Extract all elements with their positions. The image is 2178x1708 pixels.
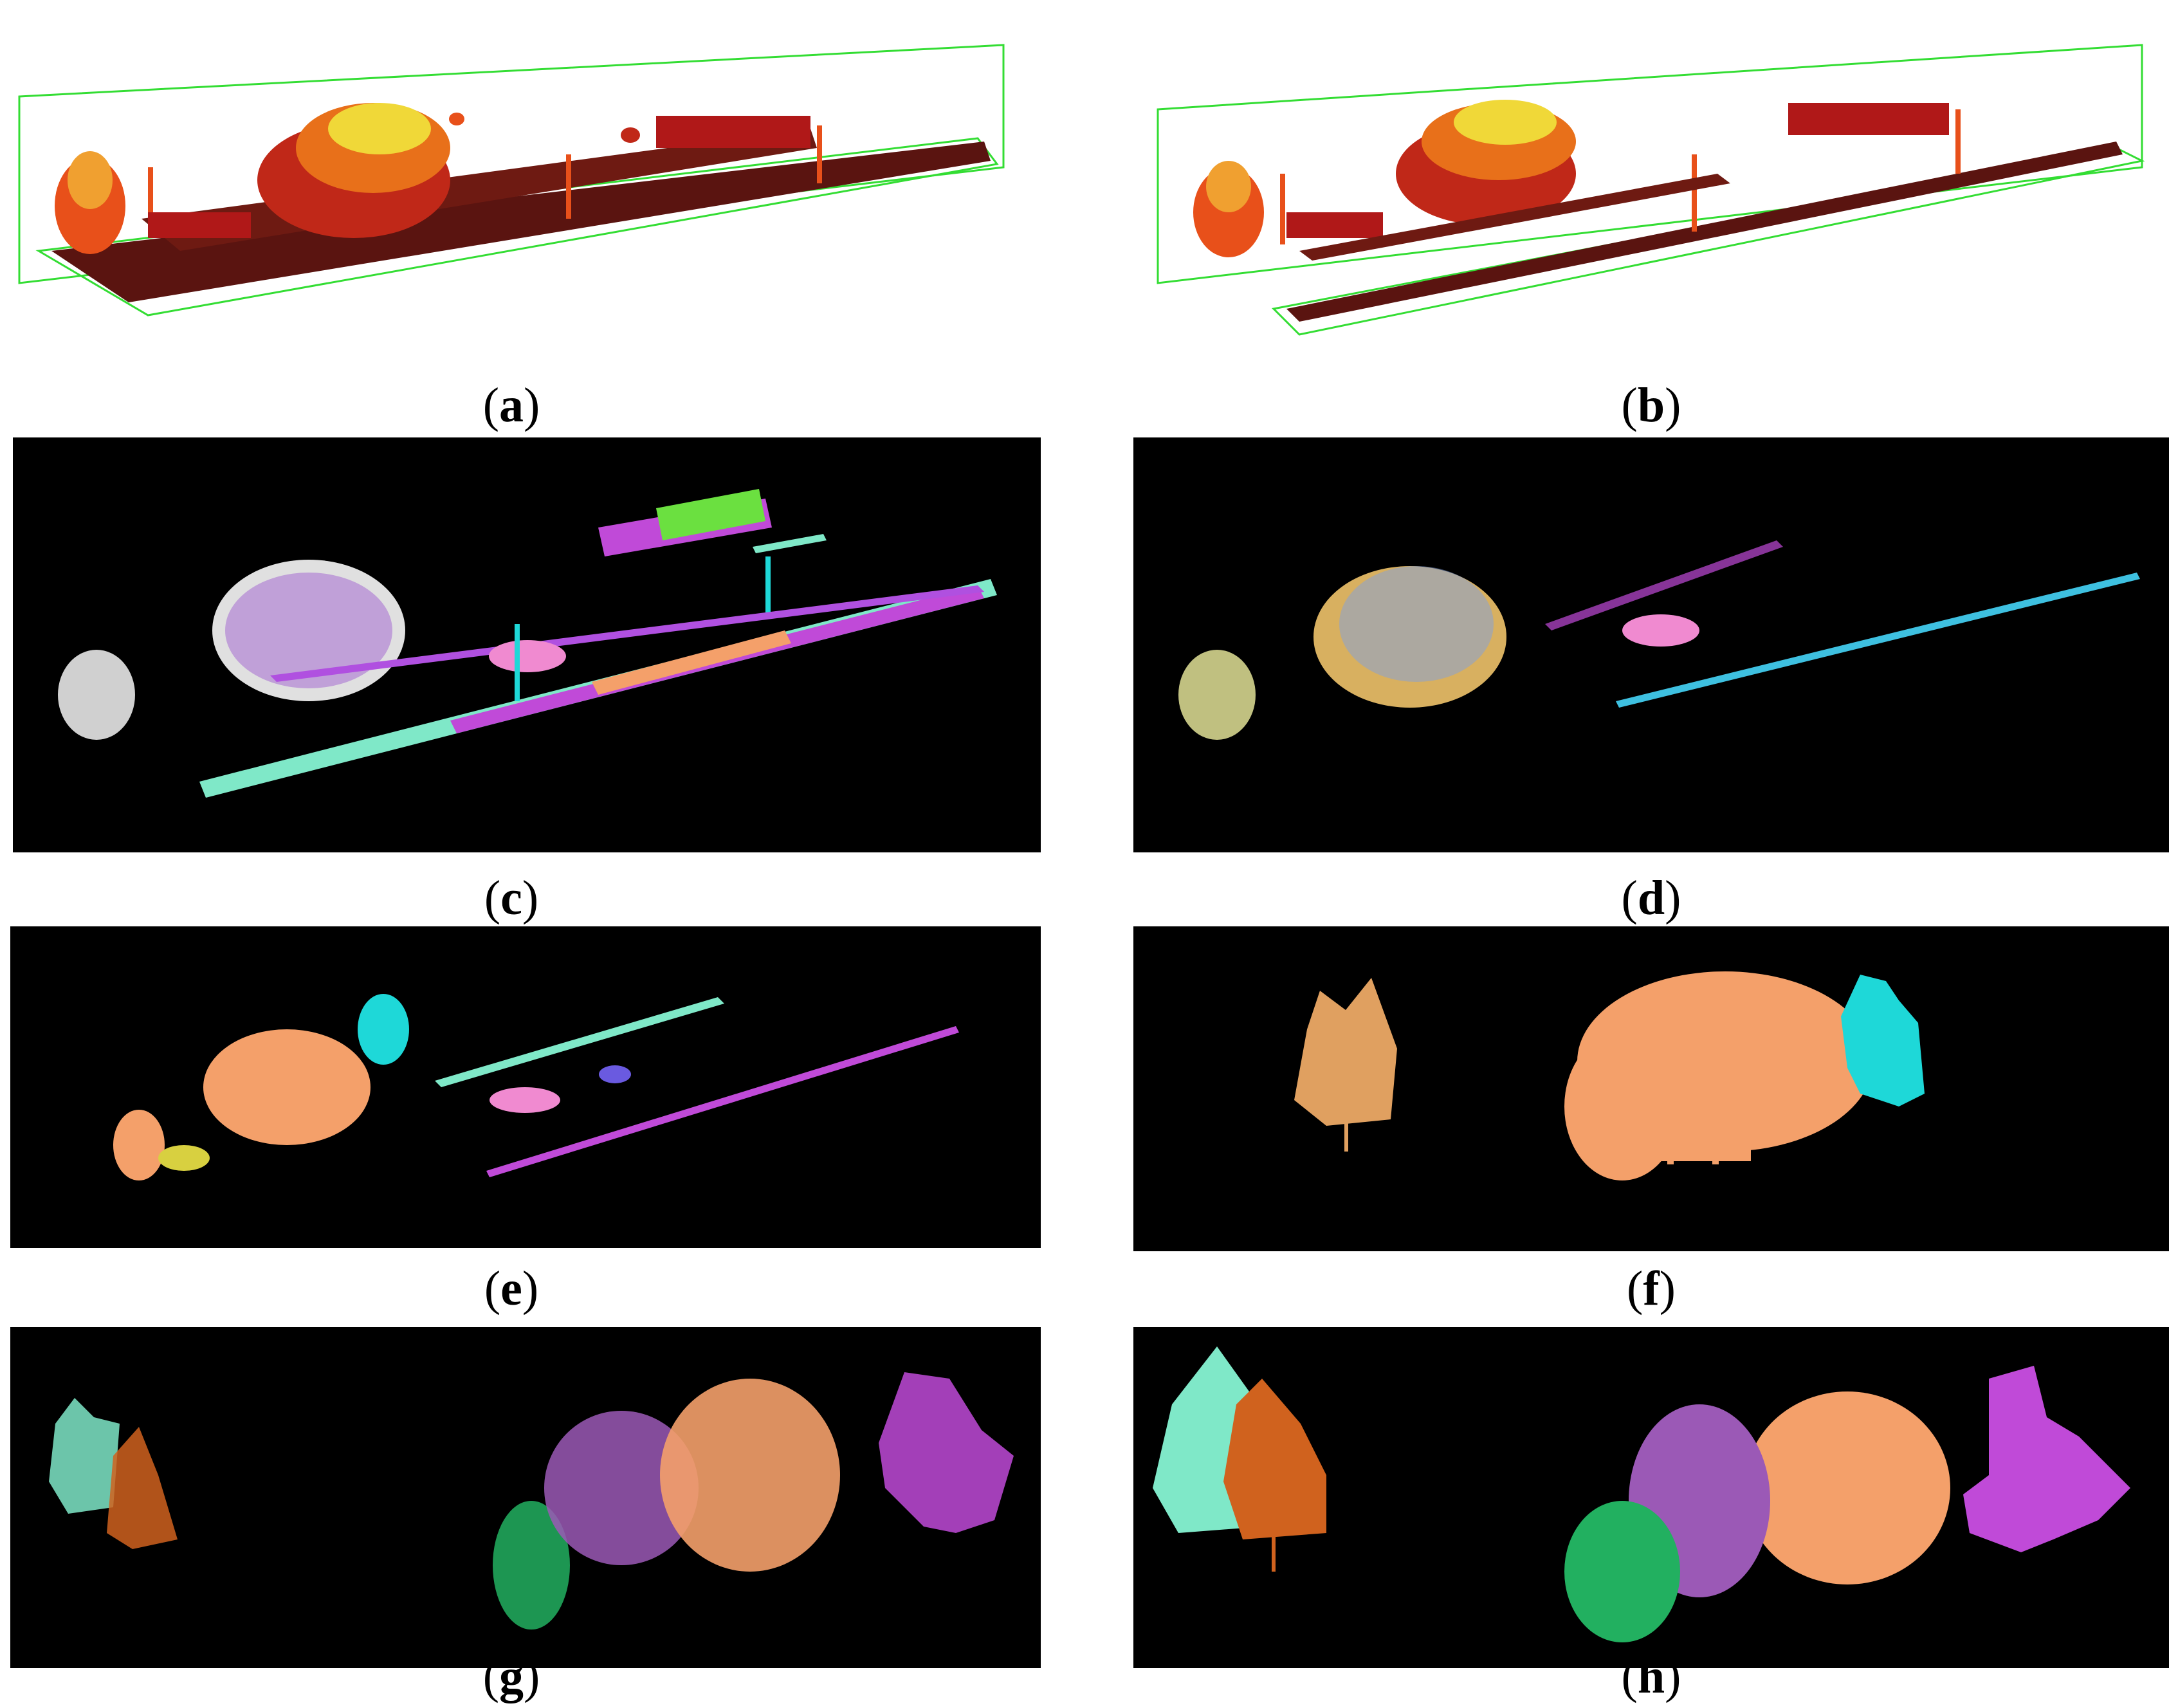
tree-4 [1841, 975, 1925, 1107]
caption-g: (g) [482, 1649, 540, 1703]
caption-e: (e) [484, 1262, 539, 1316]
individual-tree-crowns [1153, 1346, 2130, 1642]
caption-b: (b) [1621, 378, 1681, 432]
tree-1 [1294, 978, 1397, 1126]
individual-tree-points [49, 1372, 1014, 1630]
caption-c: (c) [484, 871, 539, 925]
tree-segmentation-result [1294, 971, 1925, 1180]
panel-h [1133, 1327, 2169, 1668]
panel-g [10, 1327, 1041, 1668]
non-ground-point-cloud [1157, 44, 2145, 336]
clustered-components [113, 994, 959, 1180]
panel-f [1133, 926, 2169, 1251]
caption-d: (d) [1621, 871, 1681, 925]
caption-f: (f) [1627, 1262, 1676, 1316]
supervoxel-segmentation [58, 489, 997, 798]
panel-d [1133, 437, 2169, 852]
filtered-segments [1178, 540, 2140, 740]
point-cloud-with-ground [18, 44, 1005, 317]
panel-e [10, 926, 1041, 1248]
panel-b [1151, 6, 2155, 341]
caption-a: (a) [482, 378, 540, 432]
caption-h: (h) [1621, 1649, 1681, 1703]
panel-a [13, 19, 1010, 322]
panel-c [13, 437, 1041, 852]
tree-3 [1577, 971, 1873, 1152]
